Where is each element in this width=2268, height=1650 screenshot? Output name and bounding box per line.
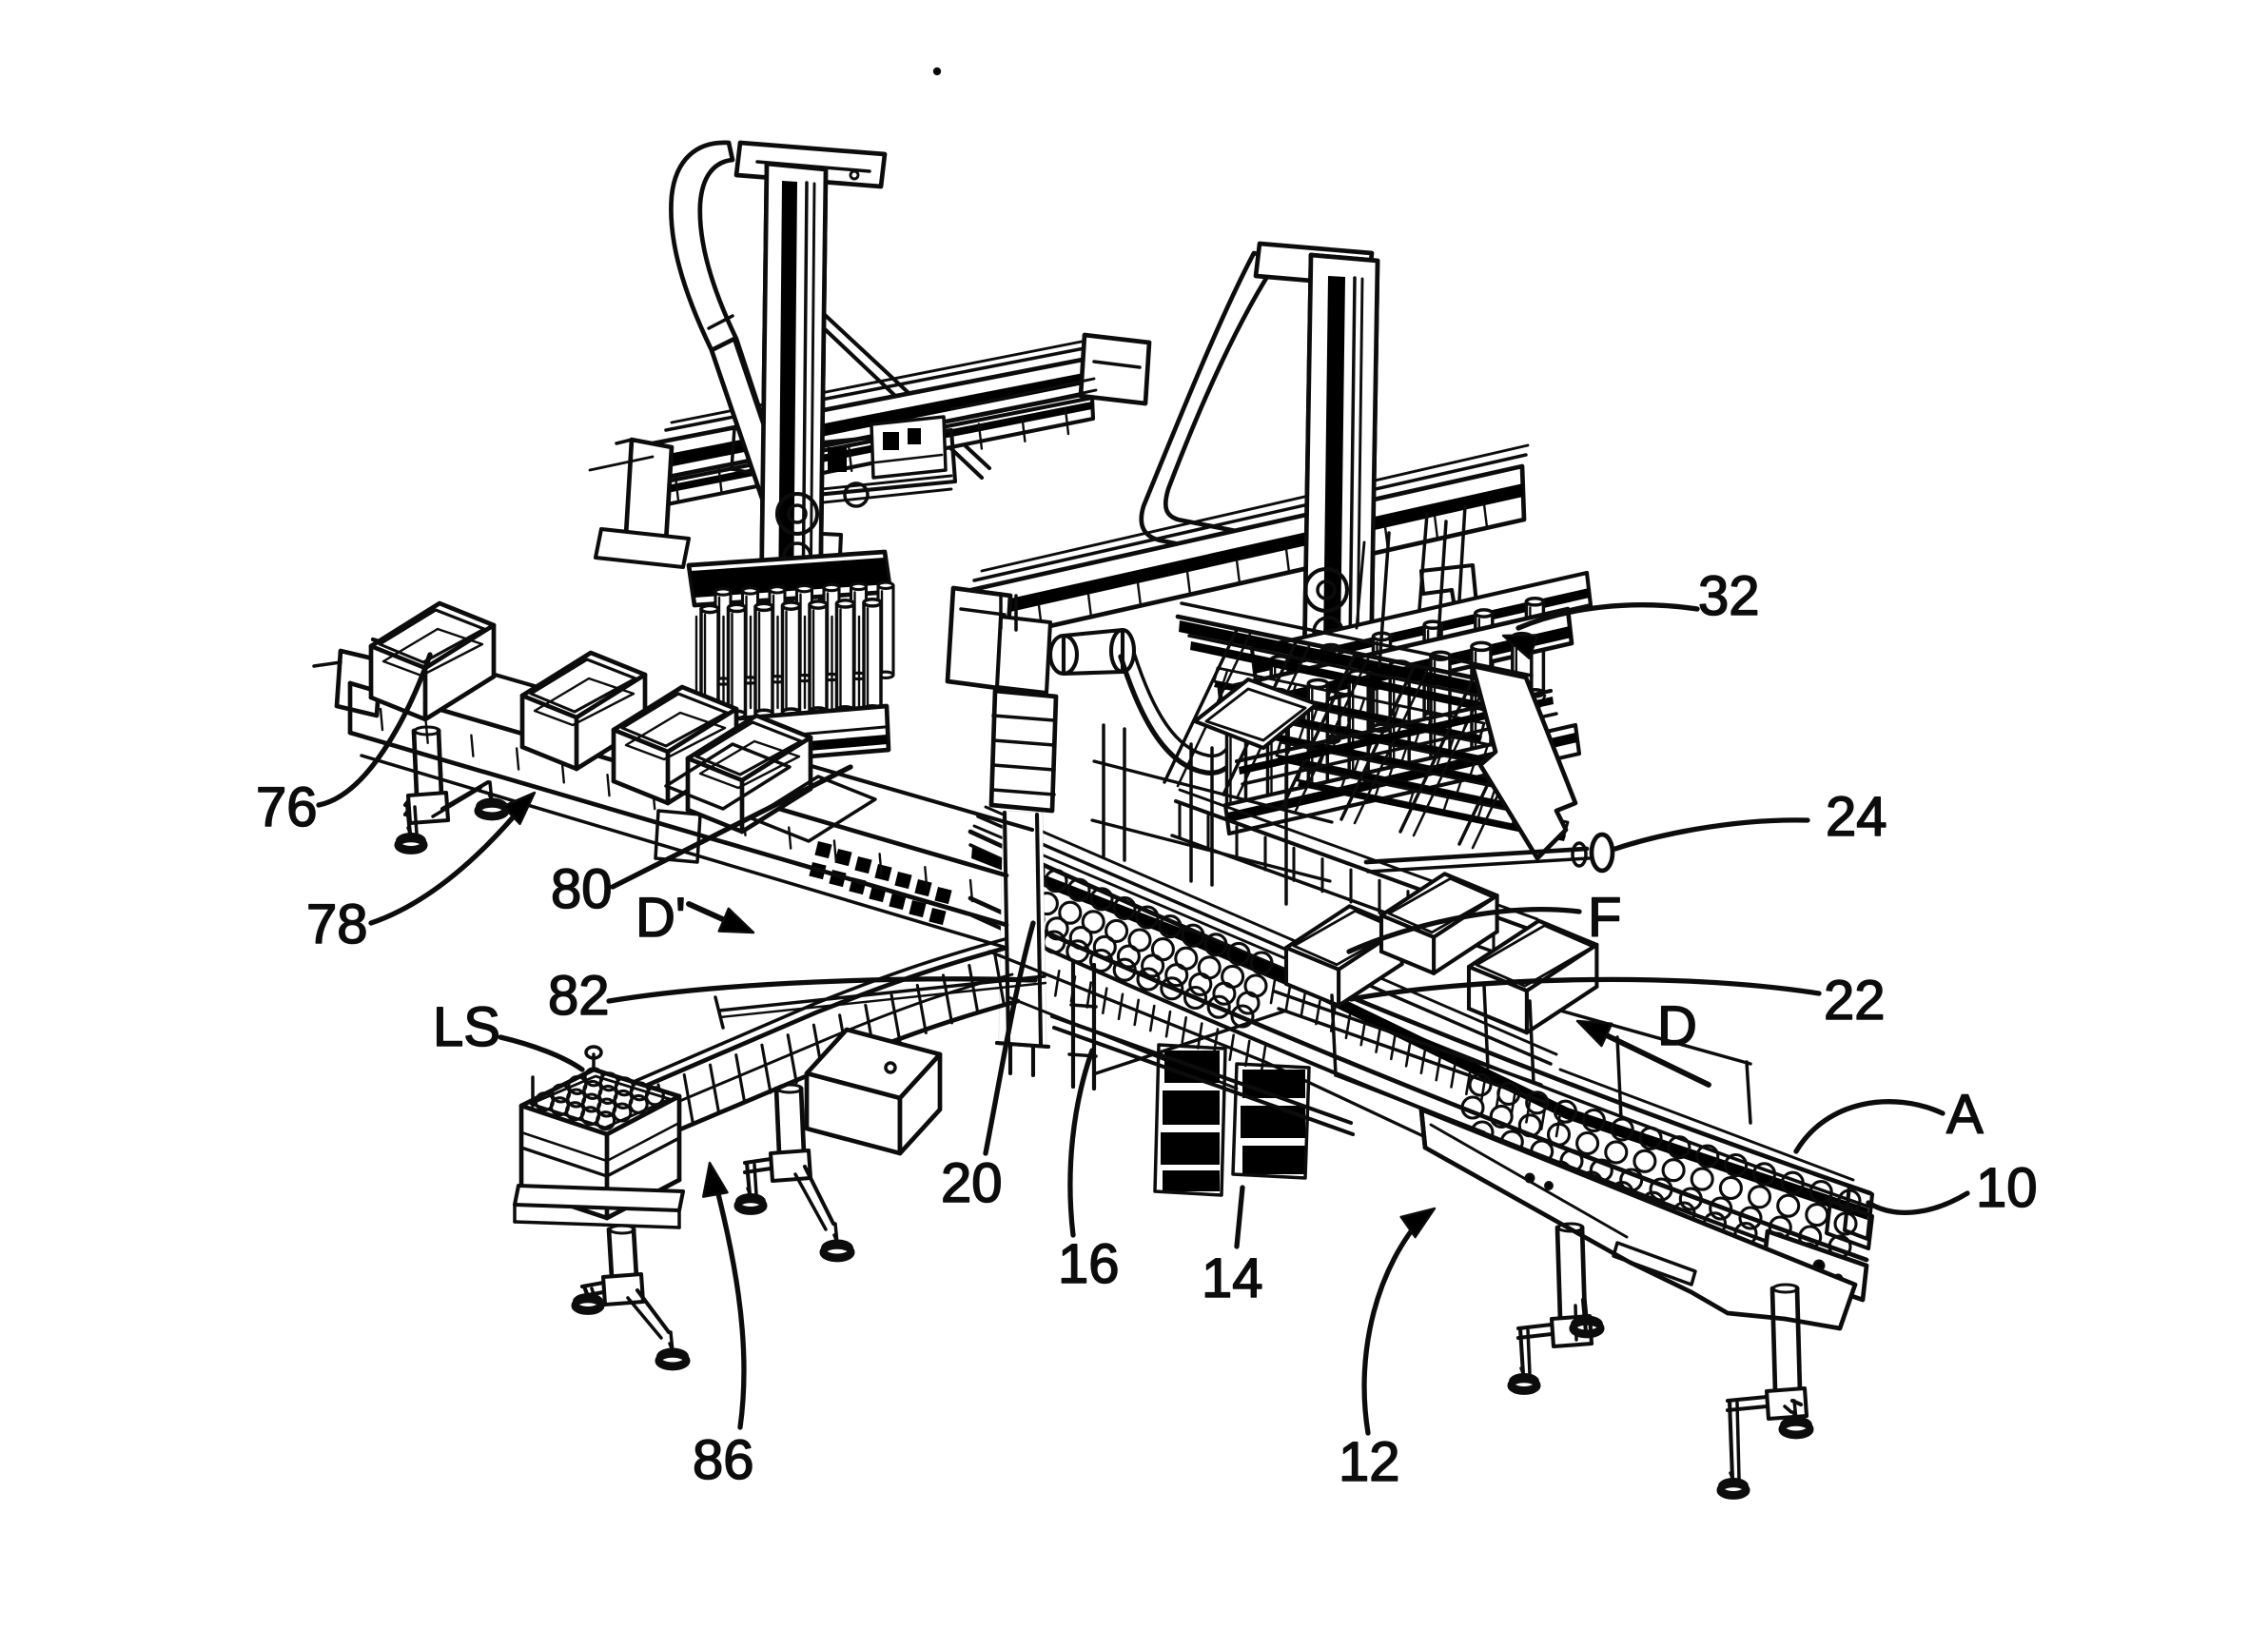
- svg-text:32: 32: [1698, 565, 1760, 627]
- svg-text:80: 80: [551, 858, 613, 920]
- svg-text:D: D: [1657, 995, 1697, 1057]
- svg-text:76: 76: [256, 776, 318, 838]
- svg-text:82: 82: [548, 965, 610, 1027]
- svg-text:12: 12: [1339, 1431, 1400, 1493]
- svg-text:20: 20: [941, 1152, 1003, 1214]
- svg-text:24: 24: [1826, 786, 1887, 848]
- svg-text:10: 10: [1976, 1157, 2038, 1219]
- svg-text:A: A: [1946, 1084, 1984, 1146]
- svg-text:78: 78: [306, 894, 368, 955]
- svg-text:86: 86: [693, 1429, 754, 1491]
- svg-text:22: 22: [1824, 970, 1886, 1031]
- svg-text:D': D': [635, 887, 686, 949]
- svg-text:16: 16: [1058, 1233, 1120, 1295]
- svg-text:LS: LS: [433, 996, 500, 1058]
- svg-text:F: F: [1588, 887, 1621, 949]
- svg-text:14: 14: [1202, 1247, 1263, 1309]
